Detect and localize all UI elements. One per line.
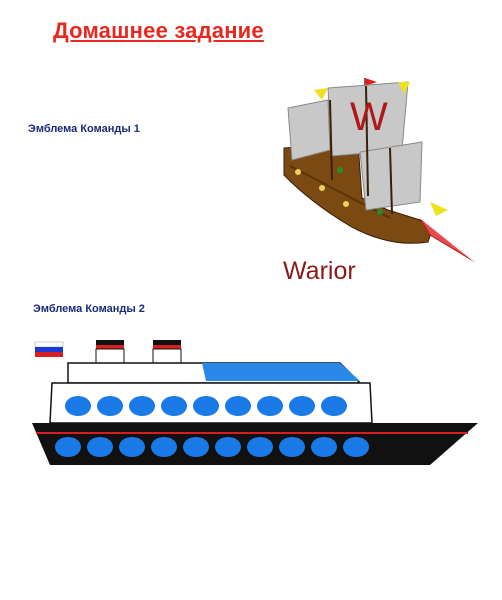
russian-flag-icon [34, 341, 64, 357]
rear-sail [287, 99, 331, 161]
emblem-1-label: Эмблема Команды 1 [28, 123, 140, 135]
emblem-2-label: Эмблема Команды 2 [33, 303, 145, 315]
motor-ship-emblem [32, 340, 478, 465]
funnel-left [95, 340, 125, 364]
page-title: Домашнее задание [53, 18, 264, 43]
team-1-name: Warior [283, 257, 356, 285]
mast-flag-icon [365, 78, 377, 86]
sail-letter: W [350, 95, 388, 139]
deck-window [202, 363, 360, 381]
funnel-right [152, 340, 182, 364]
cabin-portholes [65, 396, 347, 416]
hull-portholes [55, 437, 369, 457]
sailing-ship-emblem: W [283, 78, 476, 263]
